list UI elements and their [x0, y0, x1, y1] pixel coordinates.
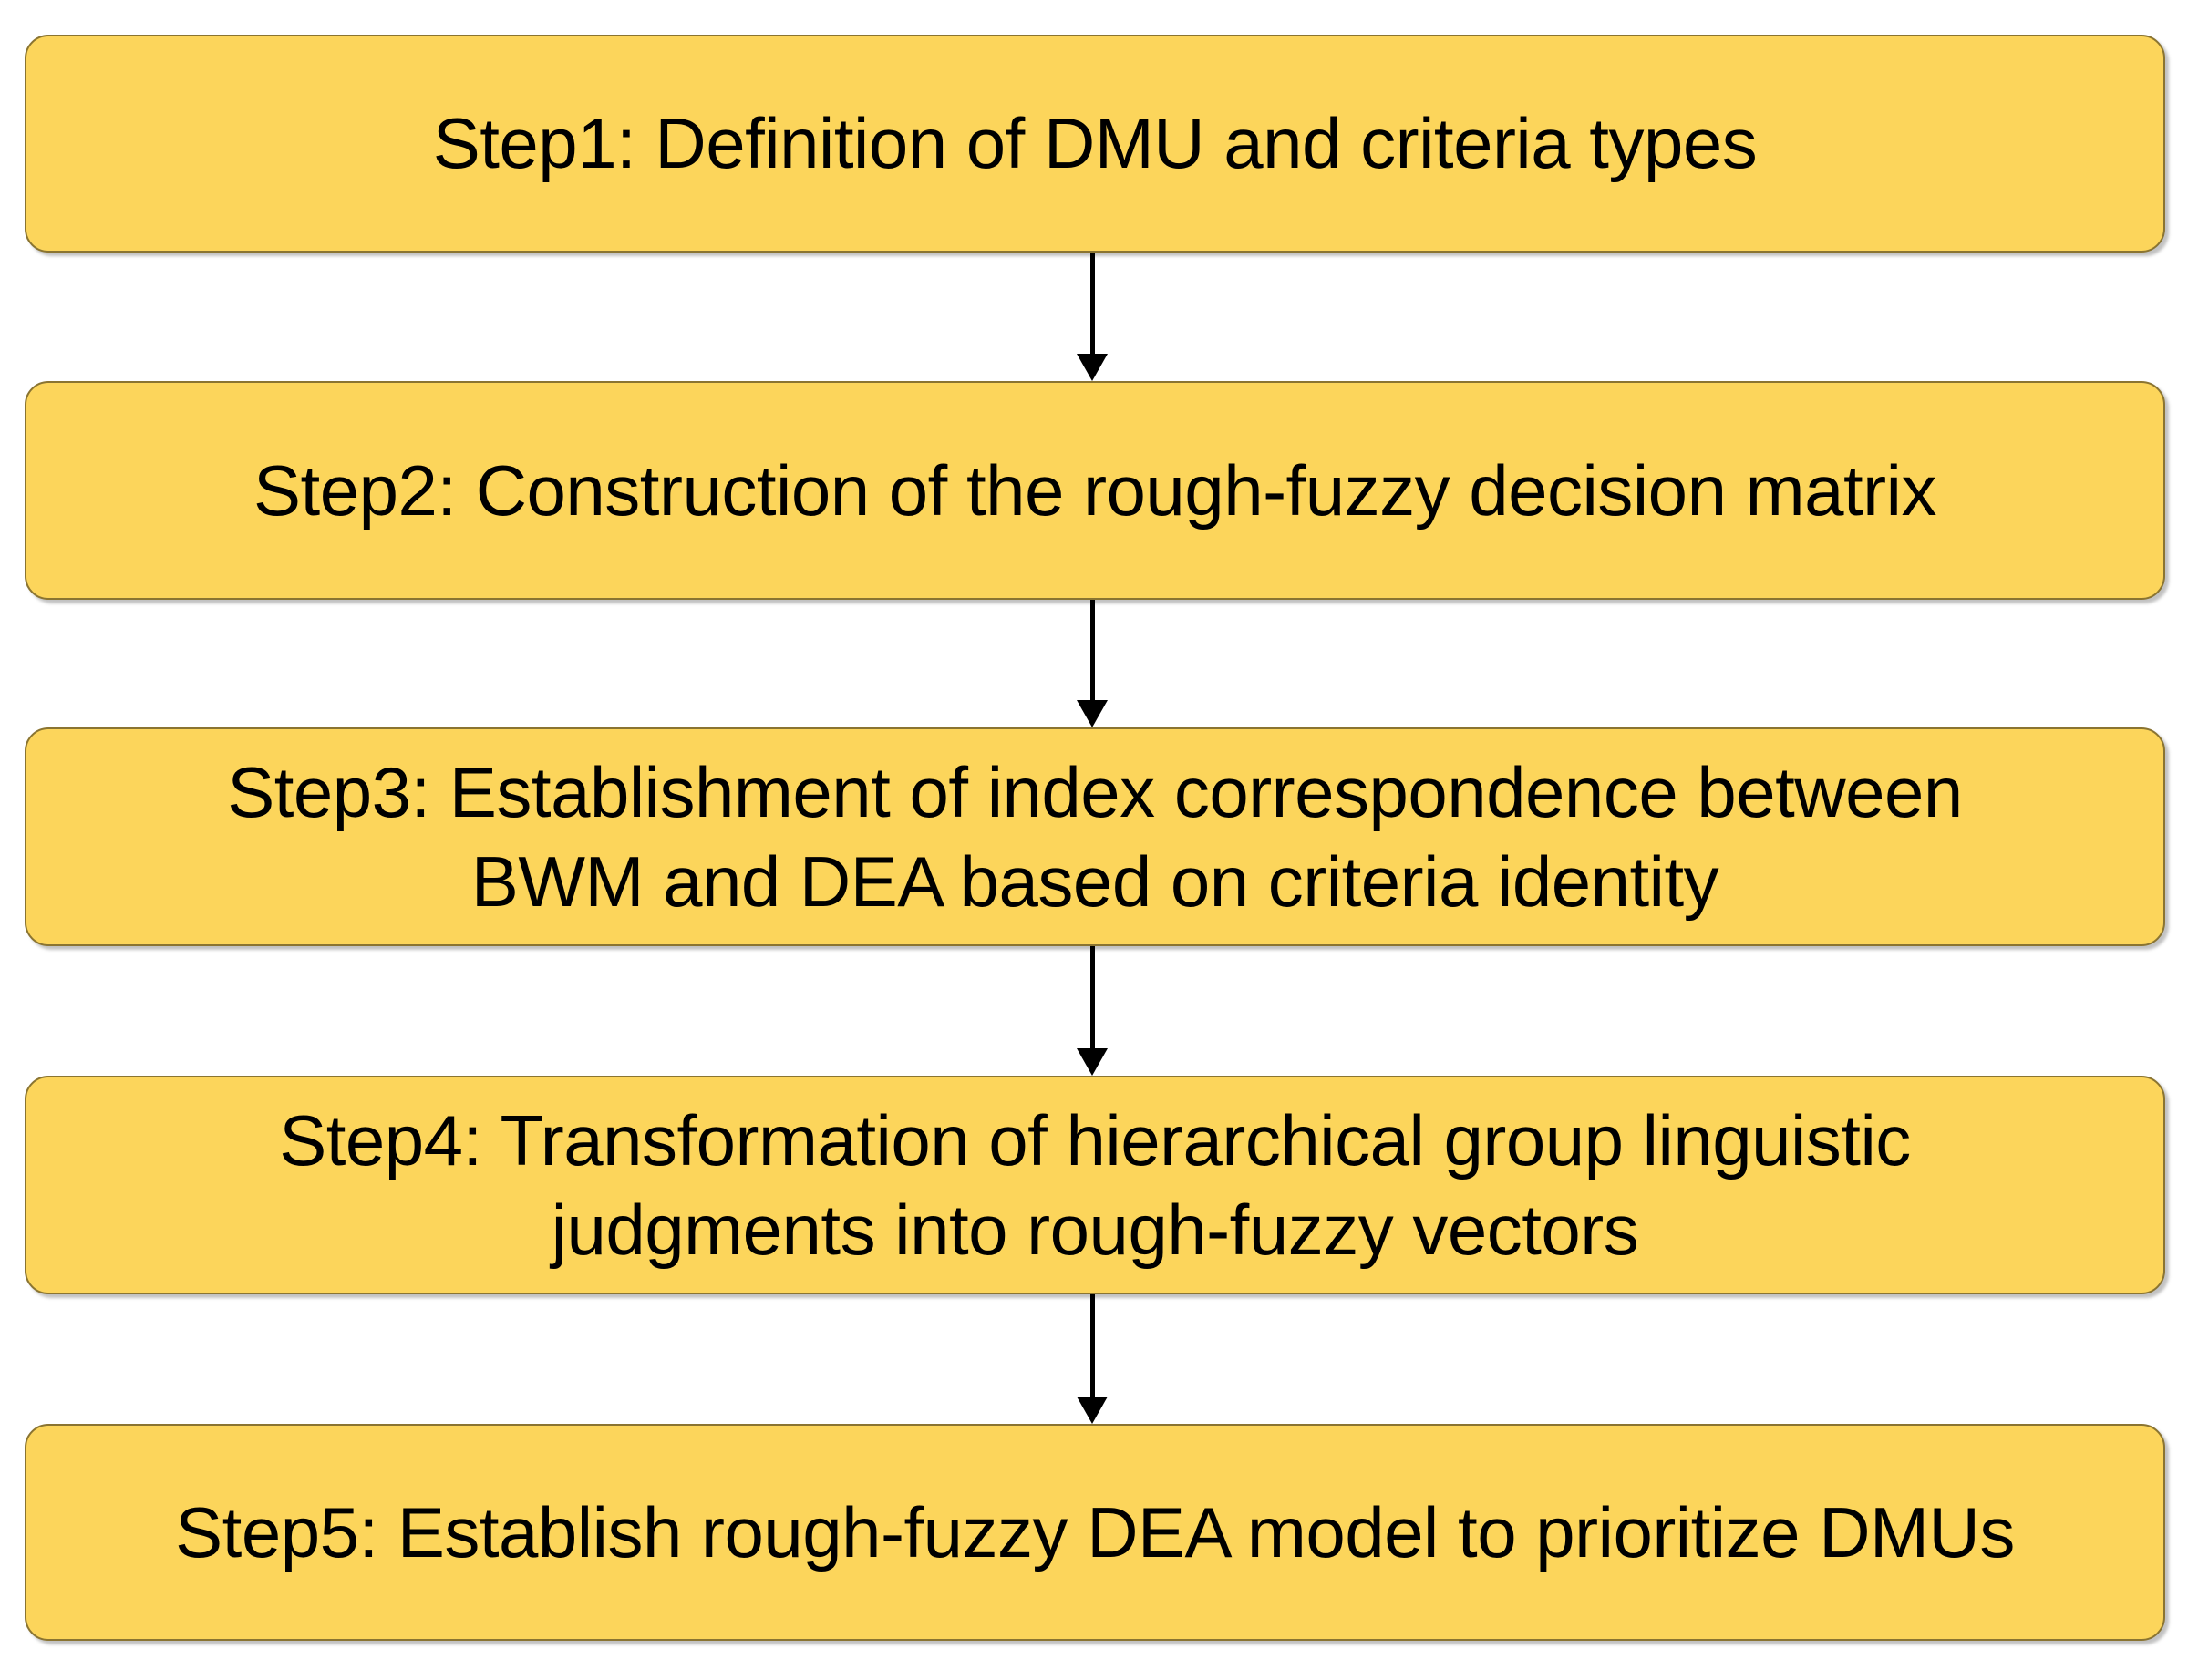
arrow-shaft-icon [1089, 600, 1095, 700]
arrow-step1-to-step2 [1074, 253, 1110, 381]
step4-label: Step4: Transformation of hierarchical gr… [279, 1099, 1911, 1270]
flowchart-node-step3: Step3: Establishment of index correspond… [25, 727, 2165, 946]
arrow-step3-to-step4 [1074, 946, 1110, 1076]
step3-label: Step3: Establishment of index correspond… [227, 751, 1963, 922]
flowchart-node-step2: Step2: Construction of the rough-fuzzy d… [25, 381, 2165, 600]
flowchart-node-step5: Step5: Establish rough-fuzzy DEA model t… [25, 1424, 2165, 1641]
flowchart-node-step4: Step4: Transformation of hierarchical gr… [25, 1076, 2165, 1294]
flowchart-node-step1: Step1: Definition of DMU and criteria ty… [25, 35, 2165, 253]
step1-label: Step1: Definition of DMU and criteria ty… [432, 103, 1758, 184]
arrow-shaft-icon [1089, 253, 1095, 354]
arrow-head-icon [1077, 1397, 1108, 1424]
arrow-head-icon [1077, 354, 1108, 381]
arrow-shaft-icon [1089, 946, 1095, 1048]
step5-label: Step5: Establish rough-fuzzy DEA model t… [175, 1491, 2015, 1572]
arrow-head-icon [1077, 1048, 1108, 1076]
step2-label: Step2: Construction of the rough-fuzzy d… [253, 449, 1936, 531]
arrow-step4-to-step5 [1074, 1294, 1110, 1424]
arrow-head-icon [1077, 700, 1108, 727]
arrow-step2-to-step3 [1074, 600, 1110, 727]
arrow-shaft-icon [1089, 1294, 1095, 1397]
